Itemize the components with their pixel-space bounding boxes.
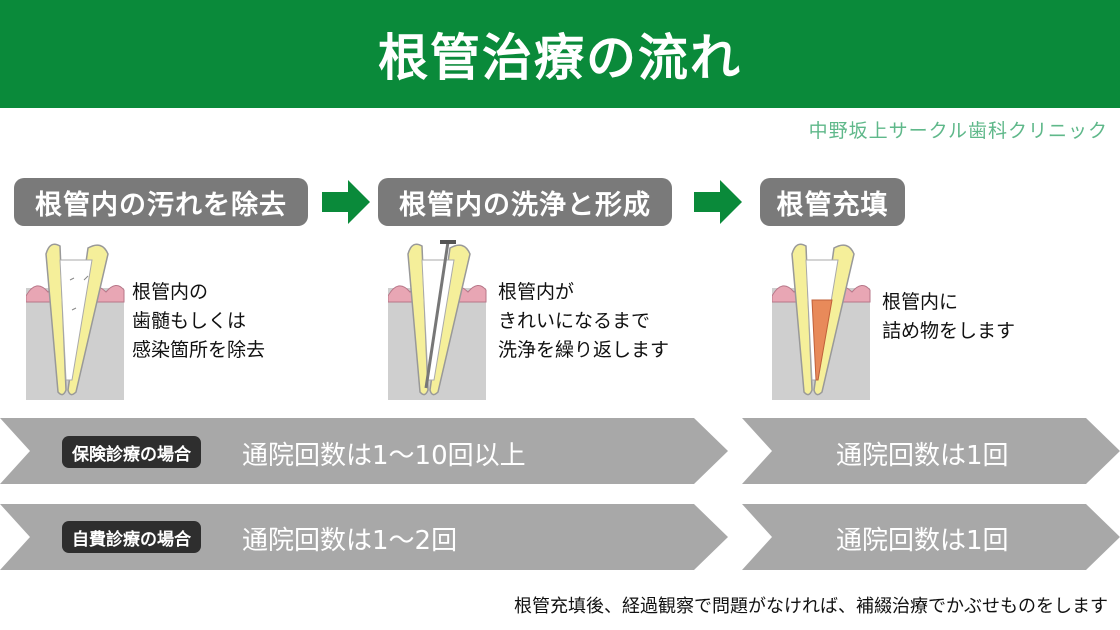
- tooth-pulp-removal-illustration: [26, 243, 125, 400]
- self-pay-treatment-band: [0, 504, 728, 570]
- step-arrow-2-icon: [694, 180, 742, 224]
- tooth-cleaning-illustration: [388, 240, 487, 400]
- insurance-treatment-visits: 通院回数は1〜10回以上: [242, 441, 526, 471]
- step-1-description: 根管内の 歯髄もしくは 感染箇所を除去: [132, 281, 266, 361]
- clinic-name: 中野坂上サークル歯科クリニック: [808, 120, 1108, 142]
- self-pay-filling-band: [742, 504, 1120, 570]
- self-pay-filling-visits: 通院回数は1回: [836, 526, 1009, 556]
- footnote: 根管充填後、経過観察で問題がなければ、補綴治療でかぶせものをします: [514, 596, 1108, 617]
- self-pay-case-tag: 自費診療の場合: [62, 521, 201, 553]
- page-title: 根管治療の流れ: [378, 29, 742, 87]
- step-1-label: 根管内の汚れを除去: [14, 178, 308, 226]
- insurance-filling-visits: 通院回数は1回: [836, 441, 1009, 471]
- step-arrow-1-icon: [322, 180, 370, 224]
- self-pay-treatment-visits: 通院回数は1〜2回: [242, 526, 458, 556]
- step-3-label: 根管充填: [760, 178, 905, 226]
- step-3-description: 根管内に 詰め物をします: [882, 291, 1016, 342]
- title-bar: 根管治療の流れ: [0, 0, 1120, 108]
- insurance-case-tag: 保険診療の場合: [62, 436, 201, 468]
- insurance-filling-band: [742, 418, 1120, 484]
- step-2-description: 根管内が きれいになるまで 洗浄を繰り返します: [498, 281, 670, 361]
- step-2-label: 根管内の洗浄と形成: [378, 178, 672, 226]
- tooth-filling-illustration: [772, 243, 871, 400]
